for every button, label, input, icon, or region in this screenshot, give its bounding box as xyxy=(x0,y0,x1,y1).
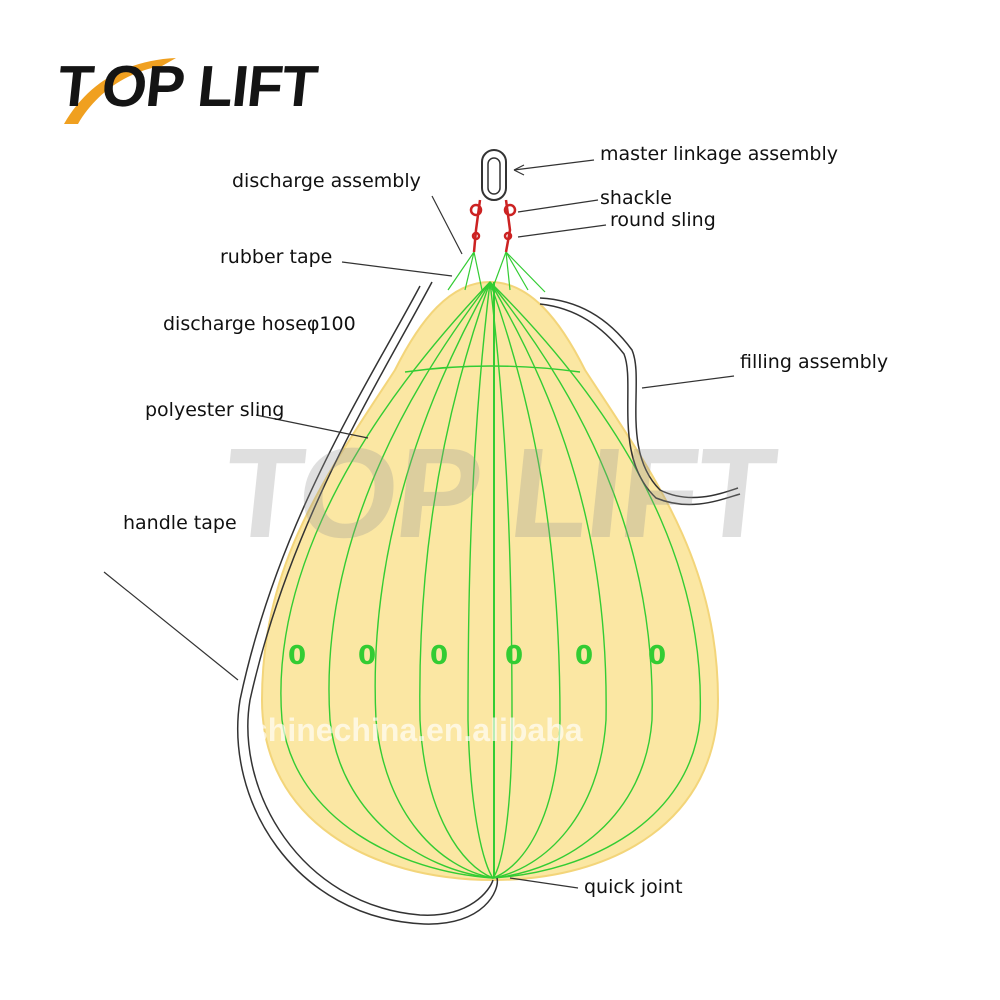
clamp-mark-4: 0 xyxy=(505,641,524,671)
shackle-icon xyxy=(469,199,517,253)
master-link-icon xyxy=(481,149,507,201)
clamp-mark-5: 0 xyxy=(575,641,594,671)
clamp-mark-2: 0 xyxy=(358,641,377,671)
clamp-mark-6: 0 xyxy=(648,641,667,671)
water-bag-body xyxy=(260,280,720,882)
clamp-mark-3: 0 xyxy=(430,641,449,671)
label-filling-assembly: filling assembly xyxy=(740,351,889,373)
label-rubber-tape: rubber tape xyxy=(220,246,333,268)
label-shackle: shackle xyxy=(600,187,673,209)
logo-swoosh-icon xyxy=(64,58,176,124)
label-discharge-assembly: discharge assembly xyxy=(232,170,421,192)
watermark-site: shinechina.en.alibaba xyxy=(250,712,583,748)
filling-hose xyxy=(539,297,741,506)
polyester-sling-lines xyxy=(280,281,702,879)
label-round-sling: round sling xyxy=(610,209,716,231)
clamp-mark-1: 0 xyxy=(288,641,307,671)
label-polyester-sling: polyester sling xyxy=(145,399,285,421)
label-quick-joint: quick joint xyxy=(584,876,683,898)
round-sling-lines xyxy=(447,251,546,293)
watermark-brand: TOP LIFT xyxy=(217,422,781,565)
handle-tape-loop xyxy=(237,281,499,925)
label-handle-tape: handle tape xyxy=(123,512,237,534)
label-discharge-hose: discharge hoseφ100 xyxy=(163,313,356,335)
label-master-linkage: master linkage assembly xyxy=(600,143,838,165)
leader-lines xyxy=(103,159,735,889)
sling-band xyxy=(404,365,581,373)
